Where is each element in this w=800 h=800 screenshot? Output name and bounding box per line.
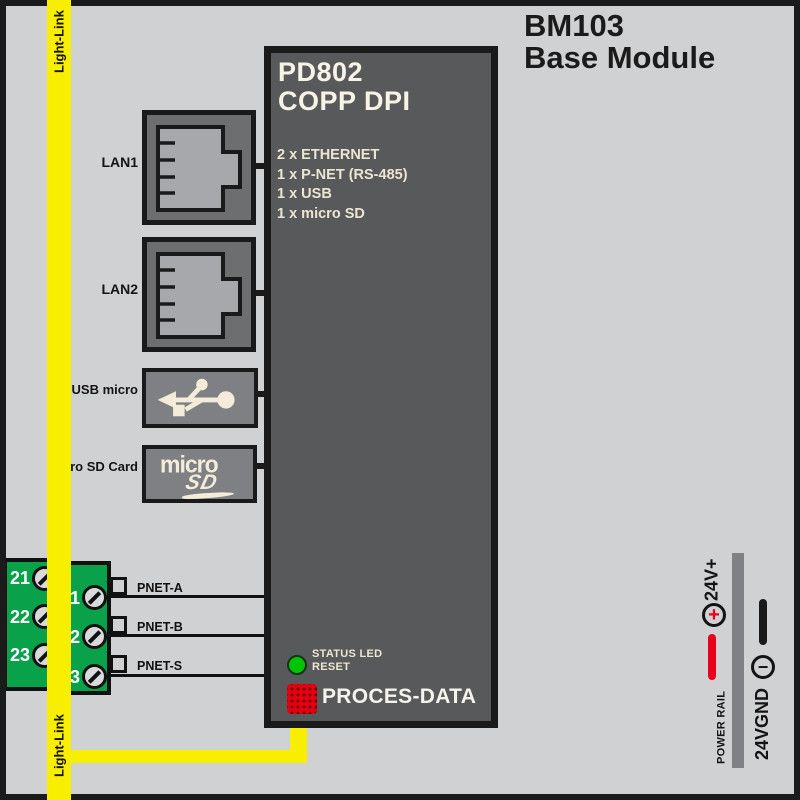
proces-data-logo-icon bbox=[287, 684, 317, 714]
sd-connection-line bbox=[252, 463, 267, 469]
usb-label: USB micro bbox=[71, 382, 138, 397]
sd-slot: micro SD bbox=[142, 445, 257, 503]
minus-terminal-icon: − bbox=[751, 655, 775, 679]
pnet-b-wire bbox=[110, 634, 264, 637]
feature-item: 1 x P-NET (RS-485) bbox=[277, 166, 408, 183]
minus-symbol: − bbox=[757, 657, 769, 677]
pnet-b-wire-notch bbox=[110, 616, 127, 634]
plus-wire bbox=[708, 634, 716, 680]
light-link-cable-module-stub bbox=[290, 720, 307, 753]
lan2-connection-line bbox=[249, 290, 267, 296]
power-plus-label: 24V+ bbox=[701, 558, 722, 602]
gnd-wire bbox=[759, 599, 767, 645]
module-title: PD802 COPP DPI bbox=[278, 58, 411, 116]
lan1-label: LAN1 bbox=[101, 154, 138, 170]
lan1-port bbox=[142, 110, 256, 225]
brand-name: PROCES-DATA bbox=[322, 685, 477, 708]
rj45-jack-icon bbox=[156, 125, 242, 212]
feature-item: 2 x ETHERNET bbox=[277, 147, 380, 163]
module-pd802: PD802 COPP DPI 2 x ETHERNET 1 x P-NET (R… bbox=[264, 46, 498, 728]
module-series: COPP DPI bbox=[278, 86, 411, 116]
pnet-s-wire bbox=[110, 674, 264, 677]
screw-terminal-icon bbox=[82, 664, 107, 689]
pnet-b-label: PNET-B bbox=[137, 620, 183, 634]
screw-terminal-icon bbox=[82, 624, 107, 649]
lan2-port bbox=[142, 237, 256, 352]
screw-terminal-icon bbox=[82, 585, 107, 610]
pnet-s-label: PNET-S bbox=[137, 659, 183, 673]
power-gnd-label: 24VGND bbox=[752, 687, 772, 761]
light-link-cable-vertical bbox=[47, 0, 71, 800]
status-led-label: STATUS LED bbox=[312, 648, 383, 660]
terminal-23-label: 23 bbox=[10, 645, 31, 665]
status-led-icon bbox=[287, 655, 307, 675]
pnet-a-wire-notch bbox=[110, 577, 127, 595]
usb-connection-line bbox=[253, 391, 267, 397]
power-rail-label: POWER RAIL bbox=[715, 690, 728, 764]
pnet-a-label: PNET-A bbox=[137, 581, 183, 595]
rj45-jack-icon bbox=[156, 252, 242, 339]
usb-port bbox=[142, 368, 258, 428]
module-feature-list: 2 x ETHERNET 1 x P-NET (RS-485) 1 x USB … bbox=[277, 146, 408, 224]
lan1-connection-line bbox=[251, 163, 267, 169]
title-line1: BM103 bbox=[524, 8, 624, 43]
usb-trident-icon bbox=[157, 378, 235, 417]
microsd-logo-icon: micro bbox=[160, 450, 219, 478]
title-line2: Base Module bbox=[524, 40, 716, 75]
page-title: BM103 Base Module bbox=[524, 10, 715, 74]
module-model: PD802 bbox=[278, 57, 364, 87]
pnet-s-wire-notch bbox=[110, 655, 127, 673]
light-link-label-bottom: Light-Link bbox=[51, 714, 67, 778]
plus-symbol: + bbox=[708, 604, 720, 626]
light-link-label-top: Light-Link bbox=[51, 10, 67, 74]
feature-item: 1 x micro SD bbox=[277, 205, 365, 222]
light-link-cable-horizontal bbox=[59, 750, 307, 763]
feature-item: 1 x USB bbox=[277, 186, 332, 202]
reset-label: RESET bbox=[312, 661, 351, 673]
microsd-logo-sd: SD bbox=[183, 471, 221, 494]
lan2-label: LAN2 bbox=[101, 281, 138, 297]
terminal-22-label: 22 bbox=[10, 607, 31, 627]
power-rail-bar bbox=[732, 553, 744, 768]
sd-label: micro SD Card bbox=[47, 459, 138, 474]
status-led-labels: STATUS LED RESET bbox=[312, 648, 382, 674]
pnet-a-wire bbox=[110, 595, 264, 598]
plus-terminal-icon: + bbox=[702, 603, 726, 627]
terminal-21-label: 21 bbox=[10, 568, 31, 588]
